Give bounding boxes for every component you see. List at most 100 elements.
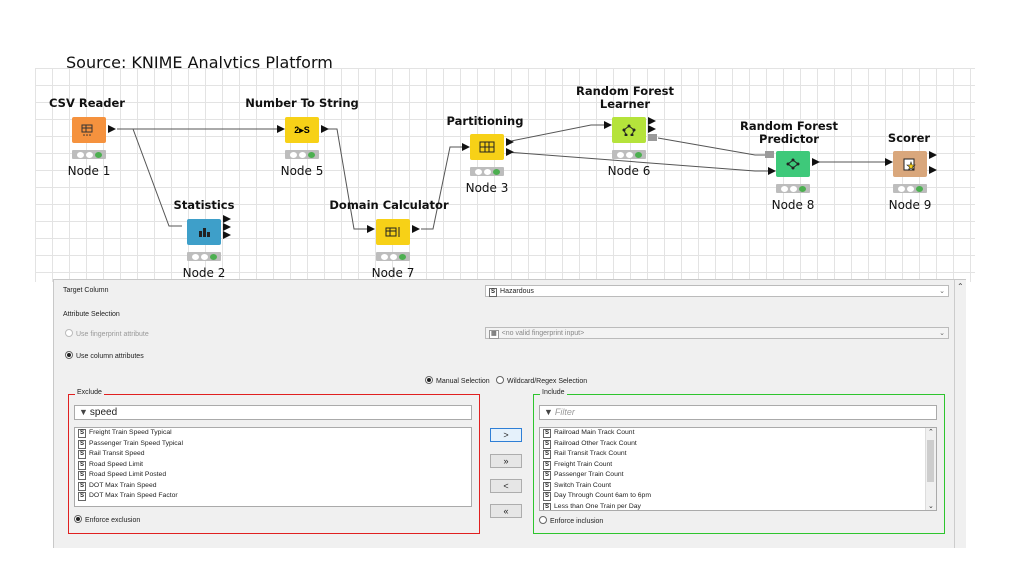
- add-button[interactable]: >: [490, 428, 522, 442]
- node-label: Node 3: [465, 181, 509, 195]
- predictor-icon: [776, 151, 810, 177]
- dialog-vertical-scrollbar[interactable]: ⌃: [954, 280, 966, 548]
- radio-selected-icon: [65, 351, 73, 359]
- output-port-icon[interactable]: [648, 125, 656, 133]
- output-port-icon[interactable]: [108, 125, 116, 133]
- output-port-icon[interactable]: [412, 225, 420, 233]
- filter-icon: ▼: [544, 407, 553, 417]
- target-column-label: Target Column: [63, 287, 109, 294]
- manual-selection-radio[interactable]: Manual Selection: [425, 376, 490, 385]
- node-label: Node 9: [888, 198, 932, 212]
- enforce-inclusion-label: Enforce inclusion: [550, 517, 604, 525]
- add-all-button[interactable]: »: [490, 454, 522, 468]
- node-status-lights: [776, 184, 810, 193]
- exclude-filter-input[interactable]: ▼speed: [74, 405, 472, 420]
- exclude-legend: Exclude: [75, 389, 104, 396]
- enforce-exclusion-label: Enforce exclusion: [85, 516, 141, 524]
- scorer-icon: [893, 151, 927, 177]
- scroll-up-icon[interactable]: ⌃: [928, 429, 934, 436]
- connection-wires: [117, 124, 887, 230]
- source-caption: Source: KNIME Analytics Platform: [66, 53, 333, 72]
- filter-icon: ▼: [79, 407, 88, 417]
- target-column-value: Hazardous: [500, 288, 534, 295]
- use-column-attributes-radio[interactable]: Use column attributes: [65, 351, 144, 360]
- enforce-exclusion-radio[interactable]: Enforce exclusion: [74, 515, 141, 524]
- node-title: Domain Calculator: [329, 198, 449, 212]
- manual-selection-label: Manual Selection: [436, 377, 490, 385]
- remove-button[interactable]: <: [490, 479, 522, 493]
- use-fingerprint-radio[interactable]: Use fingerprint attribute: [65, 329, 149, 338]
- radio-icon: [496, 376, 504, 384]
- include-legend: Include: [540, 389, 567, 396]
- node-title: CSV Reader: [49, 96, 125, 110]
- number-to-string-icon: 2▸S: [285, 117, 319, 143]
- include-filter-placeholder: Filter: [554, 407, 575, 417]
- scroll-up-icon[interactable]: ⌃: [957, 282, 964, 291]
- input-port-icon[interactable]: [277, 125, 285, 133]
- node-title: Random Forest Learner: [575, 84, 675, 111]
- output-port-icon[interactable]: [223, 215, 231, 223]
- wildcard-selection-radio[interactable]: Wildcard/Regex Selection: [496, 376, 587, 385]
- node-status-lights: [376, 252, 410, 261]
- output-port-icon[interactable]: [506, 148, 514, 156]
- node-title: Random Forest Predictor: [739, 119, 839, 146]
- model-input-port-icon[interactable]: [765, 151, 774, 158]
- input-port-icon[interactable]: [367, 225, 375, 233]
- node-status-lights: [72, 150, 106, 159]
- use-fingerprint-label: Use fingerprint attribute: [76, 330, 149, 338]
- output-port-icon[interactable]: [223, 231, 231, 239]
- input-port-icon[interactable]: [885, 158, 893, 166]
- node-title: Partitioning: [446, 114, 524, 128]
- node-label: Node 5: [280, 164, 324, 178]
- output-port-icon[interactable]: [223, 223, 231, 231]
- output-port-icon[interactable]: [929, 166, 937, 174]
- fingerprint-select[interactable]: ▦<no valid fingerprint input> ⌄: [485, 327, 949, 339]
- remove-all-button[interactable]: «: [490, 504, 522, 518]
- input-port-icon[interactable]: [462, 143, 470, 151]
- output-port-icon[interactable]: [812, 158, 820, 166]
- chevron-down-icon: ⌄: [939, 330, 945, 337]
- node-label: Node 7: [371, 266, 415, 280]
- enforce-inclusion-radio[interactable]: Enforce inclusion: [539, 516, 604, 525]
- node-status-lights: [285, 150, 319, 159]
- output-port-icon[interactable]: [321, 125, 329, 133]
- input-port-icon[interactable]: [768, 167, 776, 175]
- node-status-lights: [893, 184, 927, 193]
- output-port-icon[interactable]: [929, 151, 937, 159]
- attribute-selection-label: Attribute Selection: [63, 311, 120, 318]
- output-port-icon[interactable]: [506, 138, 514, 146]
- table-reader-icon: [72, 117, 106, 143]
- node-title: Scorer: [887, 131, 931, 145]
- node-icon-text: 2▸S: [294, 124, 310, 135]
- include-list-scrollbar[interactable]: ⌃ ⌄: [925, 428, 936, 510]
- model-port-icon[interactable]: [648, 134, 657, 141]
- statistics-icon: [187, 219, 221, 245]
- node-title: Statistics: [173, 198, 235, 212]
- partition-icon: [470, 134, 504, 160]
- input-port-icon[interactable]: [604, 121, 612, 129]
- scroll-down-icon[interactable]: ⌄: [928, 503, 934, 510]
- scrollbar-thumb[interactable]: [927, 440, 934, 482]
- output-port-icon[interactable]: [648, 117, 656, 125]
- workflow-canvas[interactable]: CSV Reader Node 1 Statistics Node 2 Numb…: [35, 68, 975, 282]
- include-filter-input[interactable]: ▼Filter: [539, 405, 937, 420]
